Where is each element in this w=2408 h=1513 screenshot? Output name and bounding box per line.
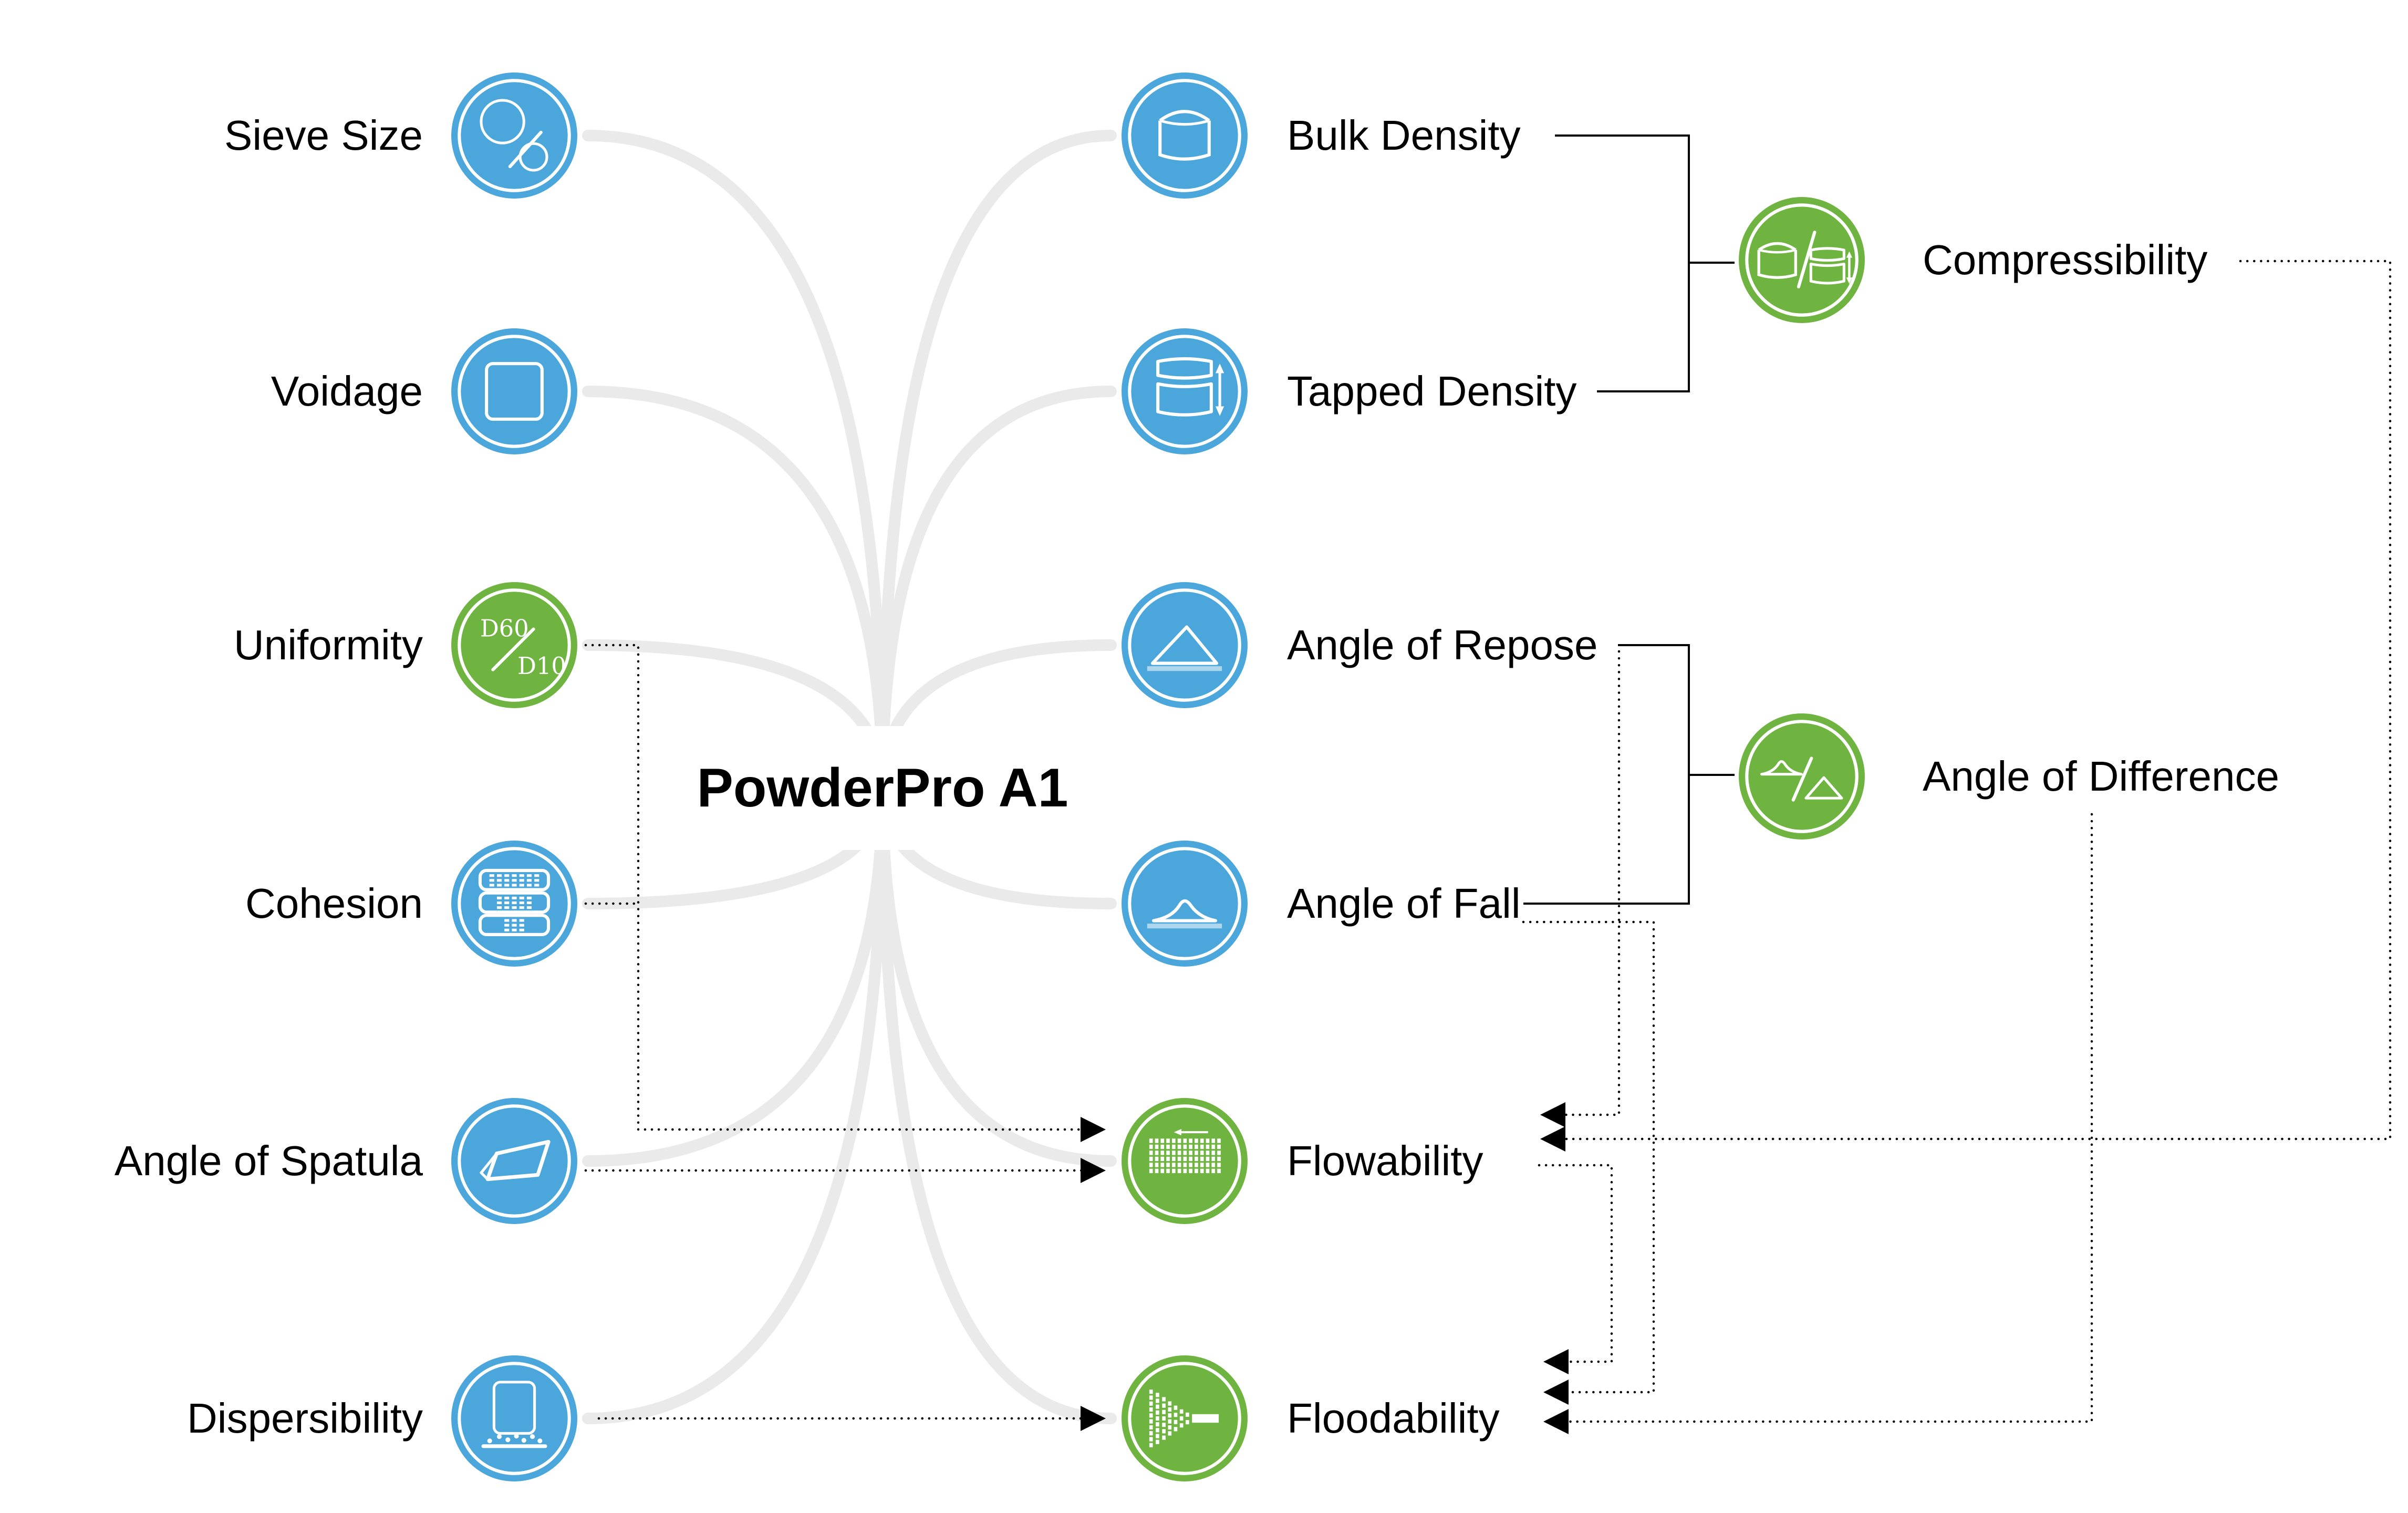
connector-angle-of-difference-floodability [1565, 813, 2093, 1423]
bulk-density-icon-glyph [1158, 110, 1211, 161]
bulk-density-icon [1122, 72, 1248, 199]
connector-compressibility-flowability-arrowhead [1540, 1126, 1565, 1152]
uniformity-ratio-icon-glyph: D60 D10 [480, 615, 566, 680]
floodability-label: Floodability [1287, 1395, 1500, 1442]
angle-of-difference-icon-glyph [1760, 756, 1843, 802]
decor-curve-bulk-density [877, 130, 1117, 794]
node-voidage: Voidage [271, 327, 578, 455]
node-compressibility: Compressibility [1738, 196, 2207, 324]
connector-angle-of-spatula-flowability-arrowhead [1081, 1158, 1106, 1183]
angle-of-repose-icon-glyph [1147, 625, 1222, 671]
flowability-icon [1122, 1098, 1248, 1224]
angle-of-repose-label: Angle of Repose [1287, 621, 1598, 668]
floodability-icon-glyph [1149, 1390, 1219, 1447]
angle-of-difference-icon [1739, 713, 1865, 840]
node-angle-of-repose: Angle of Repose [1120, 581, 1598, 709]
dispersibility-label: Dispersibility [187, 1395, 423, 1442]
cohesion-icon-glyph [478, 868, 551, 937]
angle-of-repose-icon [1122, 582, 1248, 708]
sieve-size-icon-glyph [480, 99, 548, 172]
node-dispersibility: Dispersibility [187, 1354, 578, 1483]
uniformity-d10-text: D10 [517, 652, 566, 680]
connector-flowability-floodability [1538, 1164, 1613, 1363]
flowability-icon-glyph [1149, 1129, 1221, 1174]
tapped-density-icon [1122, 328, 1248, 454]
bulk-density-label: Bulk Density [1287, 112, 1521, 159]
angle-of-difference-label: Angle of Difference [1923, 753, 2279, 800]
cohesion-icon [451, 841, 577, 967]
connector-uniformity-flowability [584, 644, 1084, 1131]
compressibility-icon-glyph [1757, 231, 1853, 288]
uniformity-ratio-icon: D60 D10 [451, 582, 577, 708]
flowability-label: Flowability [1287, 1137, 1483, 1184]
compressibility-icon [1739, 197, 1865, 323]
connector-angle-of-fall-floodability [1522, 920, 1655, 1394]
dispersibility-icon [451, 1355, 577, 1481]
node-sieve-size: Sieve Size [224, 71, 578, 200]
connector-flowability-floodability-arrowhead [1543, 1349, 1569, 1374]
connector-angle-of-repose-flowability [1562, 650, 1621, 1116]
connector-angle-of-repose-flowability-arrowhead [1540, 1102, 1565, 1127]
decor-curve-sieve-size [582, 130, 888, 794]
connector-angle-of-fall-floodability-arrowhead [1543, 1380, 1569, 1405]
node-angle-of-difference: Angle of Difference [1738, 712, 2279, 841]
node-uniformity: D60 D10 Uniformity [234, 581, 578, 709]
angle-of-fall-icon-glyph [1147, 899, 1222, 929]
spatula-icon-glyph [480, 1139, 551, 1182]
decor-curve-dispersibility [582, 782, 888, 1424]
connector-dispersibility-floodability-arrowhead [1081, 1406, 1106, 1431]
node-tapped-density: Tapped Density [1120, 327, 1576, 455]
product-title: PowderPro A1 [649, 726, 1116, 850]
decor-curve-voidage [582, 386, 888, 794]
tapped-density-icon-glyph [1156, 357, 1224, 417]
sieve-size-icon [451, 72, 577, 199]
spatula-icon [451, 1098, 577, 1224]
node-cohesion: Cohesion [245, 840, 578, 968]
floodability-icon [1122, 1355, 1248, 1481]
node-flowability: Flowability [1120, 1097, 1483, 1225]
node-angle-of-spatula: Angle of Spatula [115, 1097, 578, 1225]
node-bulk-density: Bulk Density [1120, 71, 1521, 200]
cohesion-label: Cohesion [245, 880, 423, 927]
sieve-size-label: Sieve Size [224, 112, 423, 159]
node-angle-of-fall: Angle of Fall [1120, 840, 1521, 968]
compressibility-label: Compressibility [1923, 236, 2208, 283]
angle-of-fall-label: Angle of Fall [1287, 880, 1521, 927]
angle-of-fall-icon [1122, 841, 1248, 967]
connector-compressibility-flowability [1562, 260, 2392, 1141]
decor-curve-floodability [877, 782, 1117, 1424]
uniformity-label: Uniformity [233, 621, 423, 668]
connector-uniformity-flowability-arrowhead [1081, 1117, 1106, 1142]
decor-curve-tapped-density [877, 386, 1117, 794]
bracket-bulk-tapped-compressibility [1555, 134, 1735, 392]
uniformity-d60-text: D60 [480, 615, 529, 642]
voidage-label: Voidage [271, 368, 423, 414]
voidage-icon [451, 328, 577, 454]
node-floodability: Floodability [1120, 1354, 1500, 1483]
voidage-icon-glyph [485, 362, 544, 421]
bracket-repose-fall-angle-of-difference [1523, 644, 1735, 905]
connector-angle-of-difference-floodability-arrowhead [1543, 1409, 1569, 1434]
tapped-density-label: Tapped Density [1287, 368, 1577, 414]
dispersibility-icon-glyph [481, 1381, 547, 1448]
angle-of-spatula-label: Angle of Spatula [114, 1137, 423, 1184]
